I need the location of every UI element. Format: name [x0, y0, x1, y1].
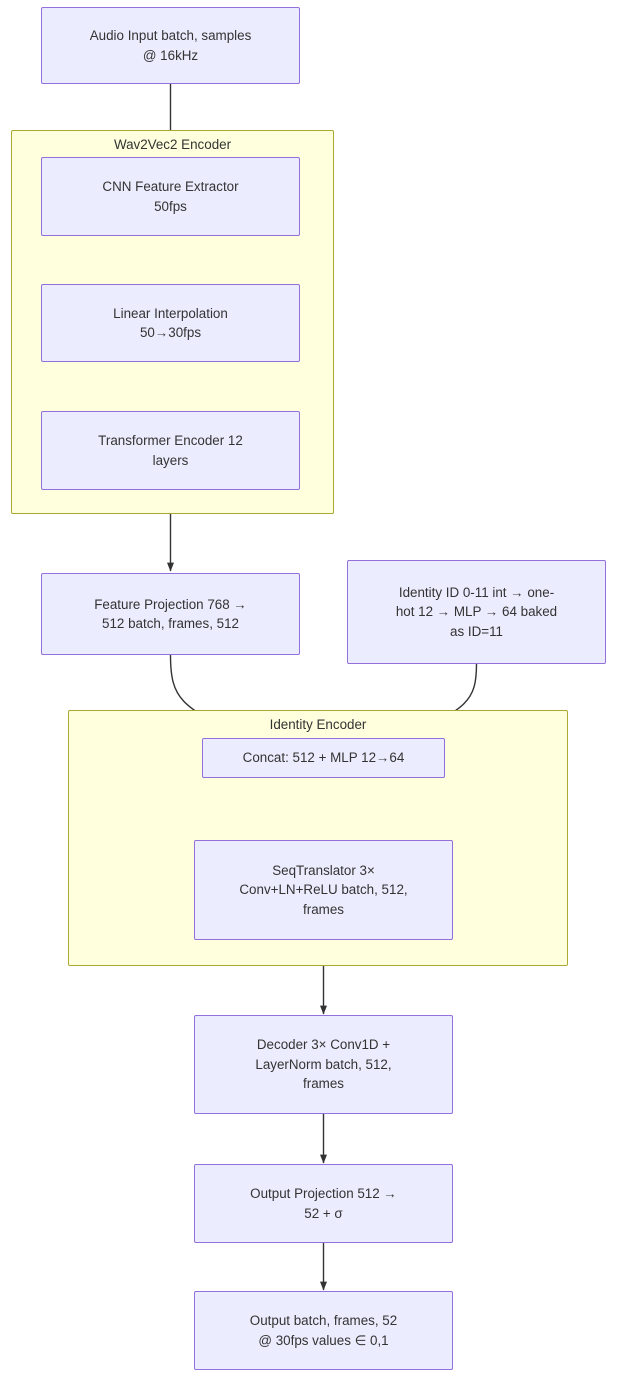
node-output[interactable]: Output batch, frames, 52 @ 30fps values …	[194, 1291, 453, 1370]
node-audio-input[interactable]: Audio Input batch, samples @ 16kHz	[41, 7, 300, 84]
node-feature-projection[interactable]: Feature Projection 768 → 512 batch, fram…	[41, 573, 300, 655]
node-transformer-encoder-label: Transformer Encoder 12 layers	[98, 433, 243, 468]
node-feature-projection-label: Feature Projection 768 → 512 batch, fram…	[94, 596, 247, 631]
node-cnn-feature-extractor[interactable]: CNN Feature Extractor 50fps	[41, 157, 300, 236]
node-seqtranslator-label: SeqTranslator 3× Conv+LN+ReLU batch, 512…	[239, 862, 408, 917]
cluster-wav2vec2-encoder-label: Wav2Vec2 Encoder	[113, 137, 232, 152]
node-cnn-feature-extractor-label: CNN Feature Extractor 50fps	[102, 179, 239, 214]
node-decoder[interactable]: Decoder 3× Conv1D + LayerNorm batch, 512…	[194, 1015, 453, 1114]
node-linear-interpolation-label: Linear Interpolation 50→30fps	[113, 305, 228, 340]
node-output-label: Output batch, frames, 52 @ 30fps values …	[249, 1313, 398, 1348]
node-output-projection[interactable]: Output Projection 512 → 52 + σ	[194, 1164, 453, 1243]
node-identity-id[interactable]: Identity ID 0-11 int → one- hot 12 → MLP…	[347, 560, 606, 664]
node-audio-input-label: Audio Input batch, samples @ 16kHz	[89, 28, 252, 63]
node-decoder-label: Decoder 3× Conv1D + LayerNorm batch, 512…	[255, 1037, 392, 1092]
cluster-identity-encoder-label: Identity Encoder	[269, 717, 367, 732]
node-concat[interactable]: Concat: 512 + MLP 12→64	[202, 738, 445, 778]
node-concat-label: Concat: 512 + MLP 12→64	[242, 750, 405, 766]
node-identity-id-label: Identity ID 0-11 int → one- hot 12 → MLP…	[395, 584, 558, 639]
node-seqtranslator[interactable]: SeqTranslator 3× Conv+LN+ReLU batch, 512…	[194, 840, 453, 940]
node-transformer-encoder[interactable]: Transformer Encoder 12 layers	[41, 411, 300, 490]
node-linear-interpolation[interactable]: Linear Interpolation 50→30fps	[41, 284, 300, 362]
node-output-projection-label: Output Projection 512 → 52 + σ	[250, 1186, 397, 1221]
